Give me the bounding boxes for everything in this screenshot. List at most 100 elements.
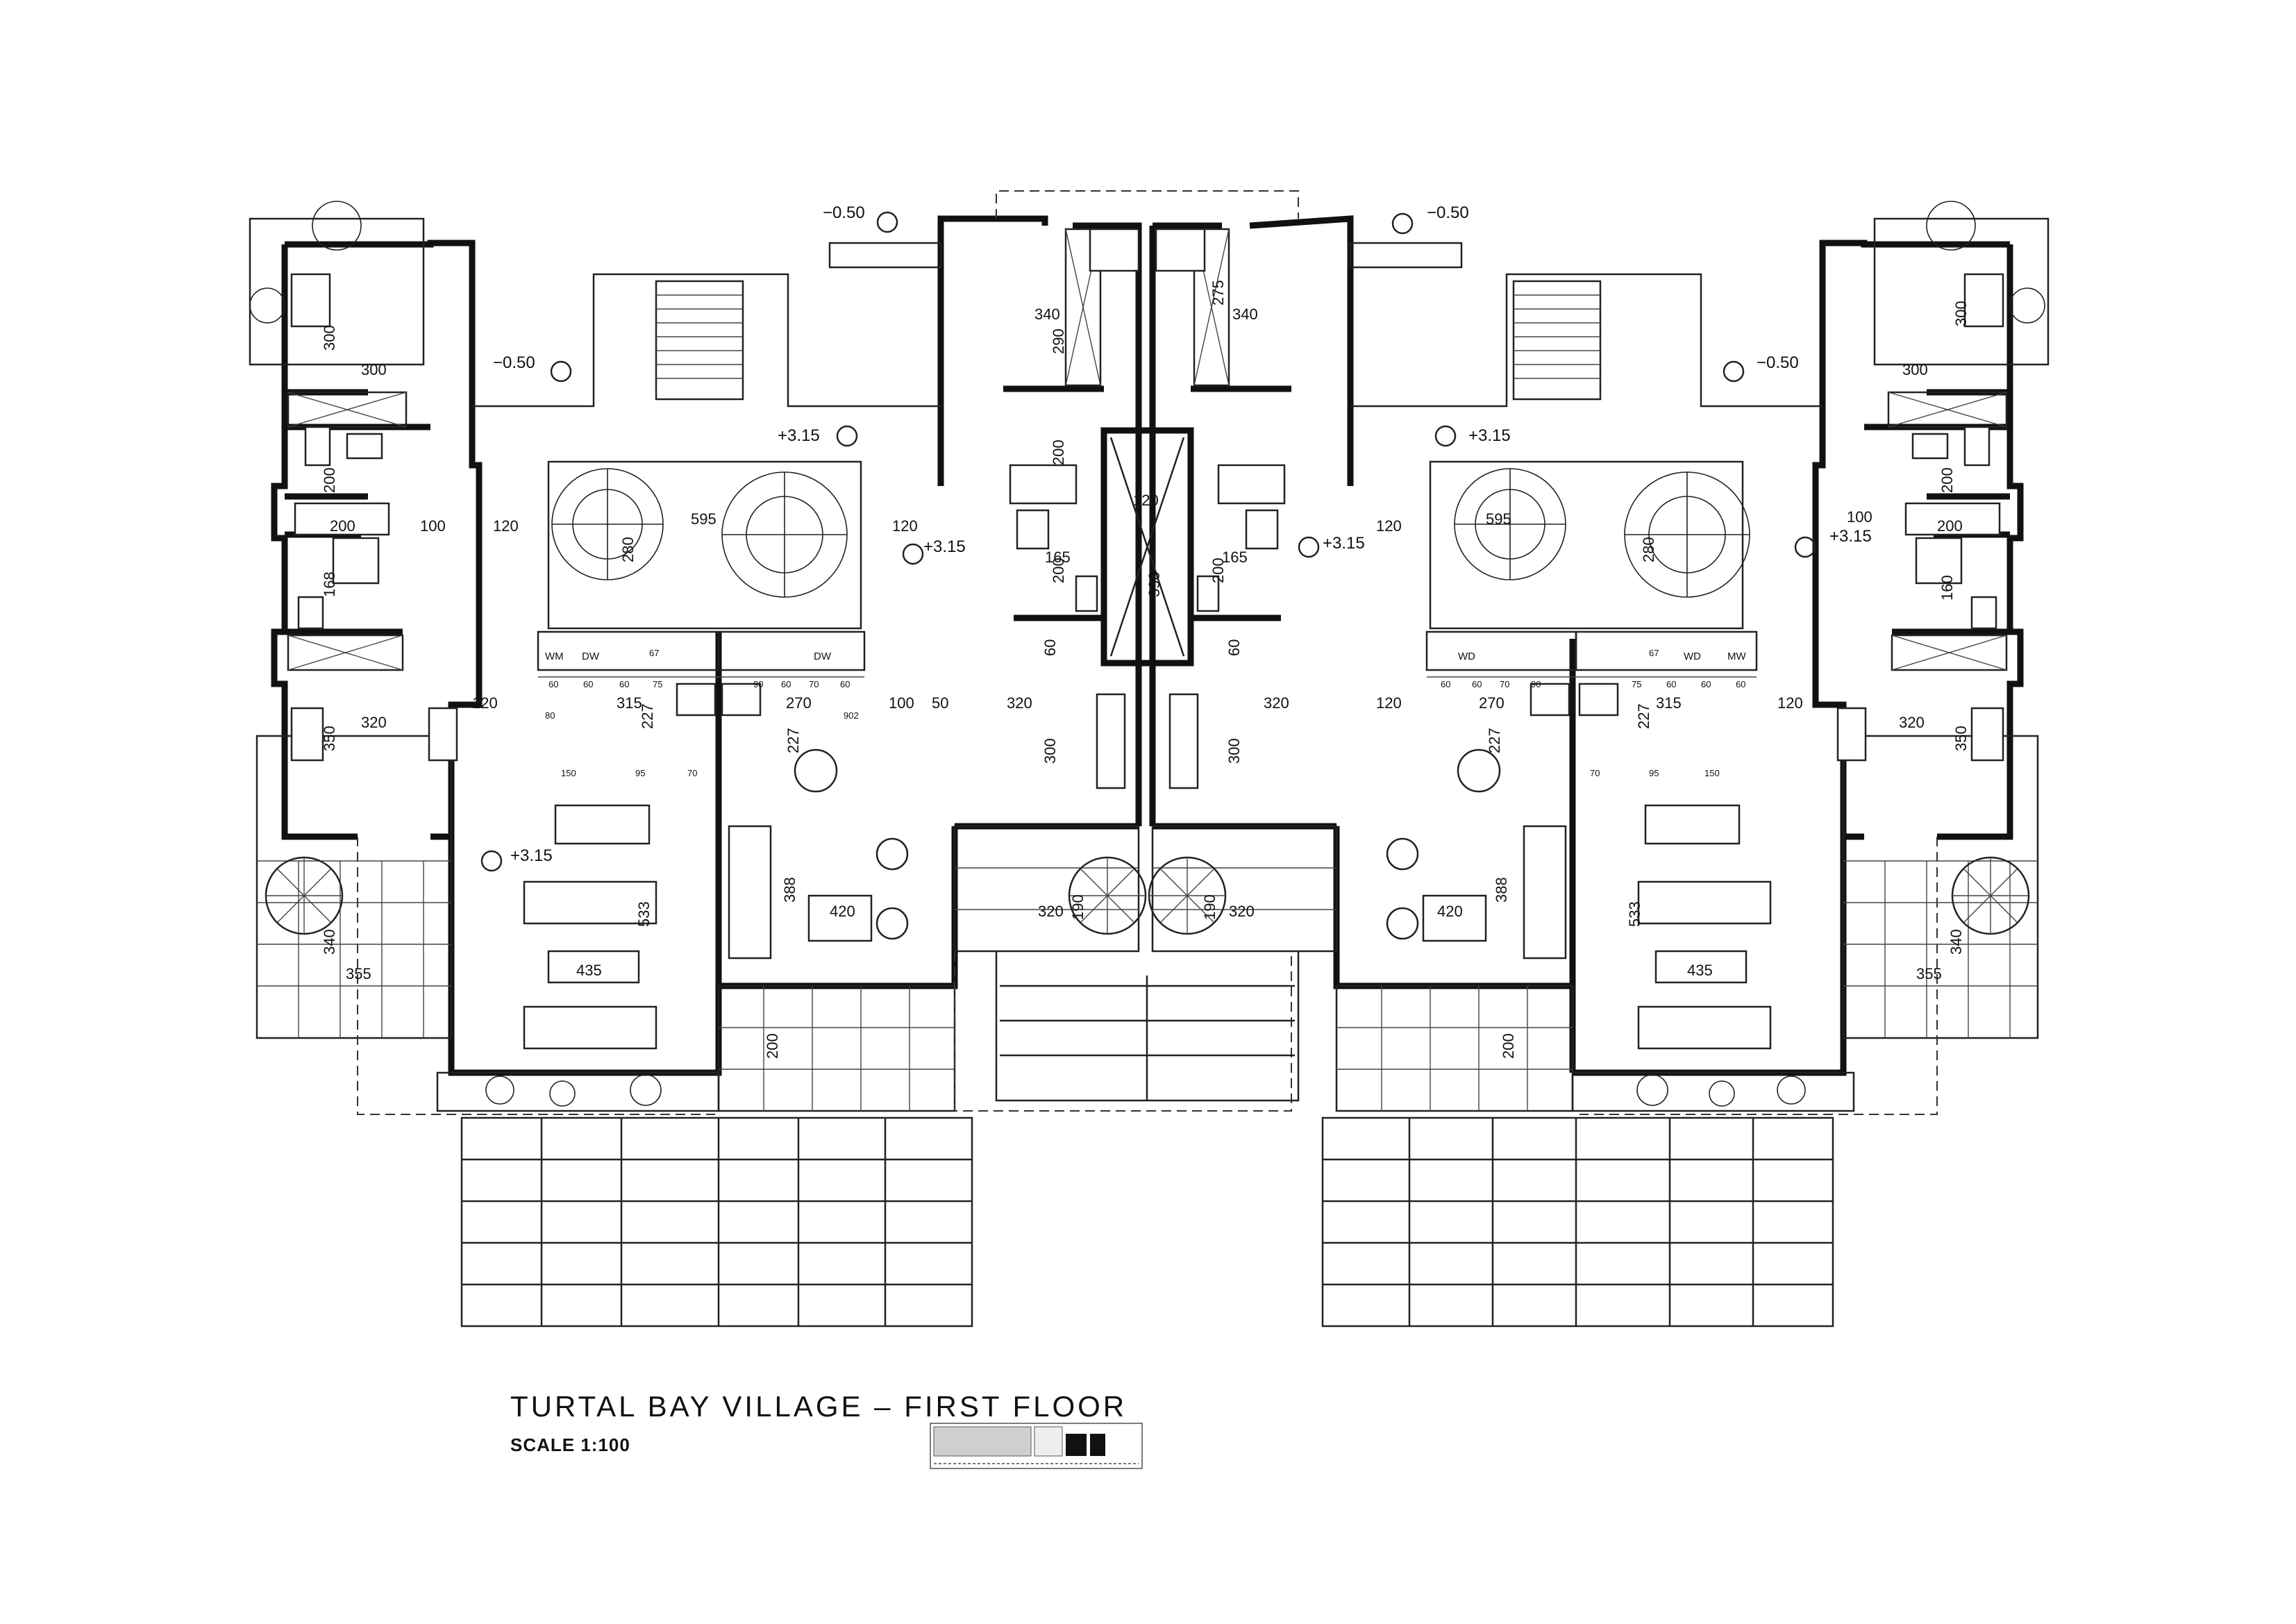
dim-right-hall2: 100 (1847, 508, 1872, 526)
level-left-living: +3.15 (510, 846, 553, 865)
dim-right-bed-w: 300 (1902, 361, 1928, 378)
dim-center-right-bed-h: 275 (1209, 280, 1227, 305)
dim-center-left-closet: 60 (1041, 639, 1059, 656)
dim-left-kitchen-w: 315 (617, 694, 642, 712)
dim-right-kitchen-w: 315 (1656, 694, 1682, 712)
dim-stair-right-end: 70 (1590, 768, 1600, 778)
dim-right-wc: 160 (1938, 575, 1956, 601)
level-center-right: +3.15 (1323, 534, 1365, 553)
dim-misc-902: 902 (844, 710, 859, 721)
dim-counter-5: 90 (753, 679, 763, 689)
dim-stair-left-w: 150 (561, 768, 576, 778)
dim-left-bed2-h: 350 (321, 726, 338, 751)
dim-left-bath: 200 (330, 517, 355, 535)
dim-center-left-stair-w: 320 (1038, 903, 1064, 920)
dim-counter-11: 70 (1500, 679, 1509, 689)
dim-right-living-w: 420 (1437, 903, 1463, 920)
dim-left-court-w: 595 (691, 510, 717, 528)
dim-left-dining-w: 270 (786, 694, 812, 712)
dim-right-bed-h: 300 (1952, 301, 1970, 326)
dim-left-closet: 200 (321, 467, 338, 493)
dim-counter-7: 70 (809, 679, 819, 689)
dim-right-entry: 120 (1376, 517, 1402, 535)
dim-center-left-shower: 200 (1050, 558, 1067, 583)
dim-counter-1: 60 (548, 679, 558, 689)
dim-left-balcony-h: 340 (321, 929, 338, 955)
dim-counter-2: 60 (583, 679, 593, 689)
thin-lines (249, 190, 2050, 1115)
appliance-wd-far-right: WD (1684, 651, 1701, 662)
courtyard-trees (249, 201, 2045, 1107)
dim-left-bed-h: 300 (321, 325, 338, 351)
dim-right-bath: 200 (1937, 517, 1963, 535)
dim-counter-15: 60 (1701, 679, 1711, 689)
dim-center-left-wc: 165 (1045, 549, 1071, 566)
dim-left-hall2: 100 (889, 694, 914, 712)
dim-right-corridor: 120 (1777, 694, 1803, 712)
stairs (265, 228, 2030, 935)
dim-right-closet: 200 (1938, 467, 1956, 493)
dim-right-lounge-h: 533 (1626, 901, 1643, 927)
level-right-courtyard: +3.15 (1468, 426, 1511, 445)
dim-right-bed2-w: 320 (1899, 714, 1925, 731)
dim-left-lounge-h: 533 (635, 901, 653, 927)
appliance-mw-right: MW (1727, 651, 1746, 662)
dim-right-terrace: 200 (1500, 1033, 1517, 1059)
dim-right-hall: 120 (1376, 694, 1402, 712)
dim-left-entry: 120 (892, 517, 918, 535)
furniture (290, 228, 2004, 1050)
dim-right-dining-w: 270 (1479, 694, 1505, 712)
dim-center-right-closet: 60 (1225, 639, 1243, 656)
dim-center-left-bed2-w: 320 (1007, 694, 1032, 712)
drawing-scale: SCALE 1:100 (510, 1434, 630, 1455)
dim-left-kitchen-h: 227 (639, 703, 656, 729)
dim-center-right-bed2-w: 320 (1264, 694, 1289, 712)
dim-left-terrace: 200 (764, 1033, 781, 1059)
dim-left-bed2-w: 320 (361, 714, 387, 731)
pergola-left (460, 1116, 973, 1328)
dim-stair-right-gap: 95 (1649, 768, 1659, 778)
dim-counter-13: 75 (1632, 679, 1641, 689)
appliance-wd-right: WD (1458, 651, 1475, 662)
level-right-terrace: −0.50 (1757, 353, 1799, 372)
level-top-left: −0.50 (823, 203, 865, 222)
dim-counter-3: 60 (619, 679, 629, 689)
dim-left-dining-h: 227 (785, 728, 802, 753)
exterior-walls (271, 215, 2024, 1076)
pergola-right (1321, 1116, 1834, 1328)
dim-right-kitchen-h: 227 (1635, 703, 1652, 729)
dim-counter-16: 60 (1736, 679, 1745, 689)
dim-center-right-shower: 200 (1209, 558, 1227, 583)
appliance-dw-center: DW (814, 651, 832, 662)
dim-center-right-bed-w: 340 (1232, 305, 1258, 323)
dim-core-h: 390 (1146, 571, 1163, 597)
dim-left-wall: 50 (932, 694, 948, 712)
dim-stair-right-w: 150 (1704, 768, 1720, 778)
dim-center-right-stair-w: 320 (1229, 903, 1255, 920)
dim-counter-10: 60 (1472, 679, 1482, 689)
balcony-tiles (257, 860, 2038, 1111)
dim-misc-80: 80 (545, 710, 555, 721)
dim-right-court-w: 595 (1486, 510, 1511, 528)
dim-counter-12: 90 (1531, 679, 1541, 689)
dim-right-balcony-w: 355 (1916, 965, 1942, 982)
dim-left-balcony-w: 355 (346, 965, 371, 982)
drawing-title: TURTAL BAY VILLAGE – FIRST FLOOR (510, 1390, 1127, 1423)
dim-left-living-h: 388 (781, 877, 798, 903)
dim-left-passage: 120 (493, 517, 519, 535)
dimension-labels: 300 300 200 200 100 120 168 120 320 350 … (321, 280, 1970, 1059)
dim-right-court-h: 280 (1640, 537, 1657, 562)
dim-right-living-h: 388 (1493, 877, 1510, 903)
dim-left-bed-w: 300 (361, 361, 387, 378)
dim-right-lounge-w: 435 (1687, 962, 1713, 979)
level-markers (480, 211, 1816, 872)
dim-misc-67b: 67 (1649, 648, 1659, 658)
interior-walls (285, 385, 2010, 830)
dim-left-hall: 100 (420, 517, 446, 535)
counter-dimension-labels: 60 60 60 75 90 60 70 60 60 60 70 90 75 6… (545, 648, 1745, 778)
appliance-dw-left: DW (582, 651, 600, 662)
dim-left-wc: 168 (321, 571, 338, 597)
dim-left-court-h: 280 (619, 537, 637, 562)
dim-right-balcony-h: 340 (1947, 929, 1965, 955)
